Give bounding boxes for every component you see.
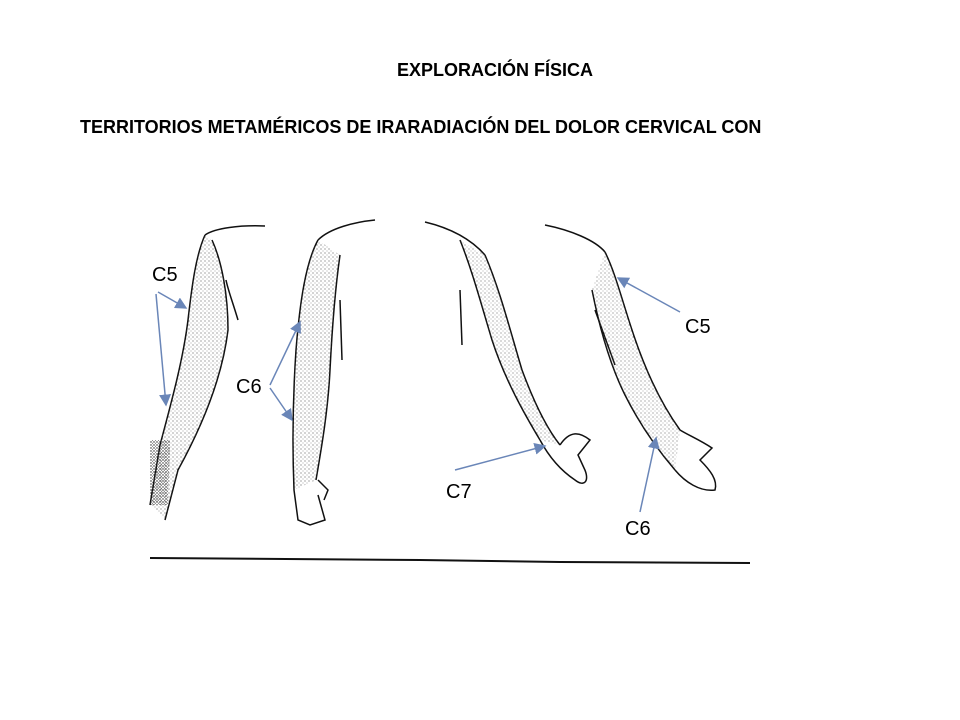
ground-line xyxy=(149,557,751,564)
arm-figure-4 xyxy=(544,224,717,491)
label-c6-right: C6 xyxy=(625,518,651,540)
label-c6-left: C6 xyxy=(236,376,262,398)
label-c7: C7 xyxy=(446,481,472,503)
label-c5-left: C5 xyxy=(152,264,178,286)
arm-figure-3 xyxy=(424,221,592,484)
label-arrows xyxy=(155,277,681,513)
slide-subtitle: TERRITORIOS METAMÉRICOS DE IRARADIACIÓN … xyxy=(80,117,762,137)
slide-title: EXPLORACIÓN FÍSICA xyxy=(396,60,593,80)
arm-figure-1 xyxy=(149,225,266,521)
arm-figure-2 xyxy=(292,219,376,526)
label-c5-right: C5 xyxy=(685,316,711,338)
